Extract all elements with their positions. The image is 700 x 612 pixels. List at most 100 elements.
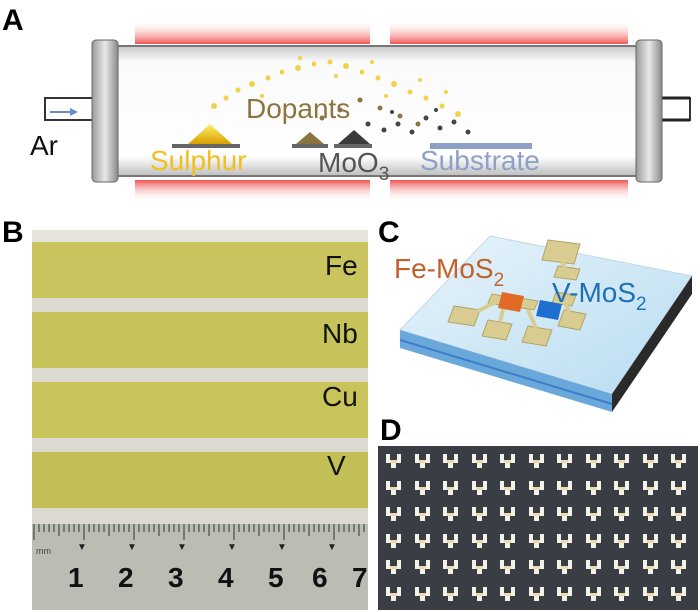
ruler-unit: mm: [36, 546, 51, 556]
array-device-cell: [471, 454, 488, 468]
array-device-cell: [585, 586, 602, 601]
array-device-cell: [414, 480, 431, 495]
ruler-number-2: 2: [118, 562, 134, 593]
moo3-powder: [338, 130, 370, 144]
moo3-label: MoO3: [318, 147, 389, 185]
array-device-cell: [671, 454, 687, 468]
array-device-cell: [671, 560, 687, 574]
ruler-arrow-1: ▼: [77, 542, 87, 553]
gap-4: [32, 508, 368, 524]
photo-top-edge: [32, 230, 368, 242]
array-device-cell: [471, 507, 488, 521]
ruler-arrow-2: ▼: [127, 542, 137, 553]
array-device-cell: [671, 533, 687, 548]
array-device-cell: [471, 533, 488, 548]
array-device-cell: [443, 480, 459, 495]
array-device-cell: [614, 507, 630, 521]
ruler-number-4: 4: [218, 562, 234, 593]
electrode-pads: [447, 239, 587, 347]
substrate-label: Substrate: [420, 145, 540, 176]
ruler-arrows: ▼ ▼ ▼ ▼ ▼ ▼: [32, 542, 368, 556]
array-device-cell: [642, 480, 659, 495]
fe-mos2-channel: [498, 292, 524, 312]
panel-label-c: C: [378, 216, 400, 249]
heater-bottom-left: [135, 180, 370, 202]
v-mos2-channel: [536, 300, 562, 320]
array-device-cell: [671, 507, 687, 521]
array-device-cell: [585, 533, 602, 548]
array-device-cell: [528, 533, 545, 548]
fe-mos2-label: Fe-MoS2: [394, 253, 504, 291]
gas-label: Ar: [30, 130, 58, 161]
array-device-cell: [500, 560, 516, 574]
ruler-arrow-3: ▼: [177, 542, 187, 553]
array-device-cell: [614, 586, 630, 601]
array-device-cell: [386, 560, 402, 574]
array-device-cell: [557, 507, 573, 521]
array-device-cell: [614, 560, 630, 574]
array-device-cell: [443, 560, 459, 574]
array-device-cell: [642, 586, 659, 601]
array-device-cell: [528, 586, 545, 601]
panel-label-b: B: [2, 216, 24, 249]
array-device-cell: [471, 586, 488, 601]
array-device-cell: [585, 507, 602, 521]
array-device-cell: [443, 586, 459, 601]
array-device-cell: [557, 560, 573, 574]
array-device-cell: [386, 586, 402, 601]
vapour-particles: [211, 56, 471, 135]
ruler: [32, 524, 368, 610]
array-device-cell: [500, 586, 516, 601]
strip-nb: [32, 312, 368, 368]
array-device-cell: [500, 480, 516, 495]
ruler-arrow-4: ▼: [227, 542, 237, 553]
heater-bottom-right: [390, 180, 628, 202]
array-device-cell: [443, 507, 459, 521]
array-device-cell: [386, 533, 402, 548]
array-device-cell: [557, 454, 573, 468]
array-device-cell: [386, 507, 402, 521]
end-cap-left: [91, 39, 119, 183]
strip-label-nb: Nb: [322, 318, 358, 349]
strip-label-v: V: [327, 450, 346, 481]
ruler-number-6: 6: [312, 562, 328, 593]
array-device-cell: [414, 507, 431, 521]
array-device-cell: [528, 480, 545, 495]
dopants-label: Dopants: [246, 93, 350, 124]
ruler-arrow-6: ▼: [327, 542, 337, 553]
strip-label-cu: Cu: [322, 381, 358, 412]
gap-2: [32, 368, 368, 382]
ruler-number-7: 7: [352, 562, 368, 593]
panel-label-a: A: [2, 4, 24, 37]
ruler-number-3: 3: [168, 562, 184, 593]
array-device-cell: [557, 586, 573, 601]
array-device-cell: [528, 560, 545, 574]
array-device-cell: [414, 560, 431, 574]
array-device-cell: [500, 507, 516, 521]
strip-v: [32, 452, 368, 508]
device-array-photo: [378, 446, 698, 610]
strip-label-fe: Fe: [325, 250, 358, 281]
gap-1: [32, 298, 368, 312]
array-device-cell: [585, 560, 602, 574]
array-device-cell: [443, 454, 459, 468]
device-schematic: Fe-MoS2 V-MoS2: [394, 235, 693, 412]
array-device-cell: [414, 533, 431, 548]
panel-label-d: D: [380, 414, 402, 447]
dopant-powder: [296, 132, 324, 144]
ruler-number-5: 5: [268, 562, 284, 593]
ruler-number-1: 1: [68, 562, 84, 593]
outlet-pipe: [659, 97, 691, 121]
strip-cu: [32, 382, 368, 438]
furnace-schematic: Ar Dopants Sulphur MoO3 Substrate: [30, 20, 691, 202]
array-device-cell: [614, 454, 630, 468]
array-device-cell: [585, 454, 602, 468]
sulphur-powder: [188, 124, 232, 144]
array-device-cell: [386, 480, 402, 495]
array-device-cell: [671, 586, 687, 601]
array-device-cell: [671, 480, 687, 495]
end-cap-right: [635, 39, 663, 183]
array-device-cell: [386, 454, 402, 468]
heater-top-right: [390, 20, 628, 44]
substrate-photo: mm ▼ ▼ ▼ ▼ ▼ ▼: [32, 230, 368, 610]
